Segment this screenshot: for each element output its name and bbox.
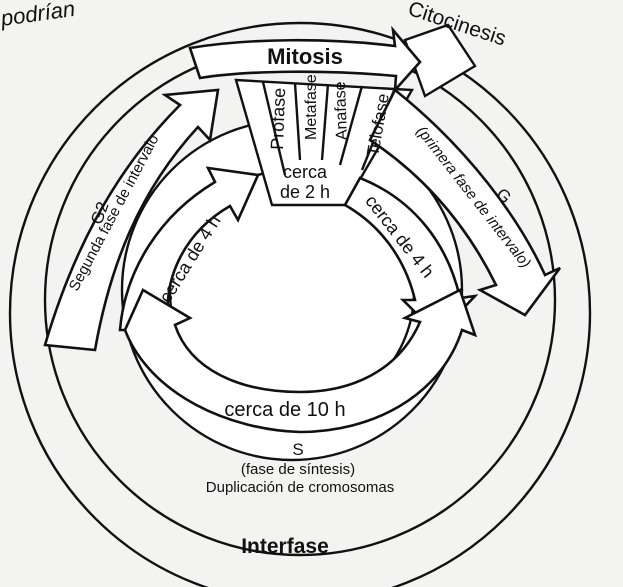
g1-arrow: [368, 87, 562, 317]
mitosis-arrow: [188, 25, 422, 94]
s-duration: cerca de 10 h: [224, 399, 345, 421]
s-detail: Duplicación de cromosomas: [206, 479, 394, 496]
stage-profase: Profase: [267, 87, 289, 150]
stage-divider: [338, 85, 364, 166]
g2-inner-arrow: [118, 166, 260, 332]
stage-metafase: Metafase: [303, 74, 320, 140]
outer-circle: [8, 21, 592, 587]
mitosis-duration-line2: de 2 h: [280, 182, 330, 202]
mitosis-duration-line1: cerca: [283, 162, 328, 182]
stage-divider: [261, 81, 287, 176]
interfase-label: Interfase: [241, 535, 329, 558]
corner-text: podrían: [0, 0, 77, 31]
s-description: (fase de síntesis): [241, 461, 355, 478]
stage-divider: [320, 83, 330, 161]
s-arrow: [123, 288, 478, 434]
s-name: S: [292, 440, 303, 459]
stage-divider: [293, 82, 302, 161]
citocinesis-box: [403, 23, 477, 98]
stage-anafase: Anafase: [332, 81, 351, 140]
g2-arrow: [43, 88, 220, 352]
mitosis-label: Mitosis: [267, 44, 343, 69]
